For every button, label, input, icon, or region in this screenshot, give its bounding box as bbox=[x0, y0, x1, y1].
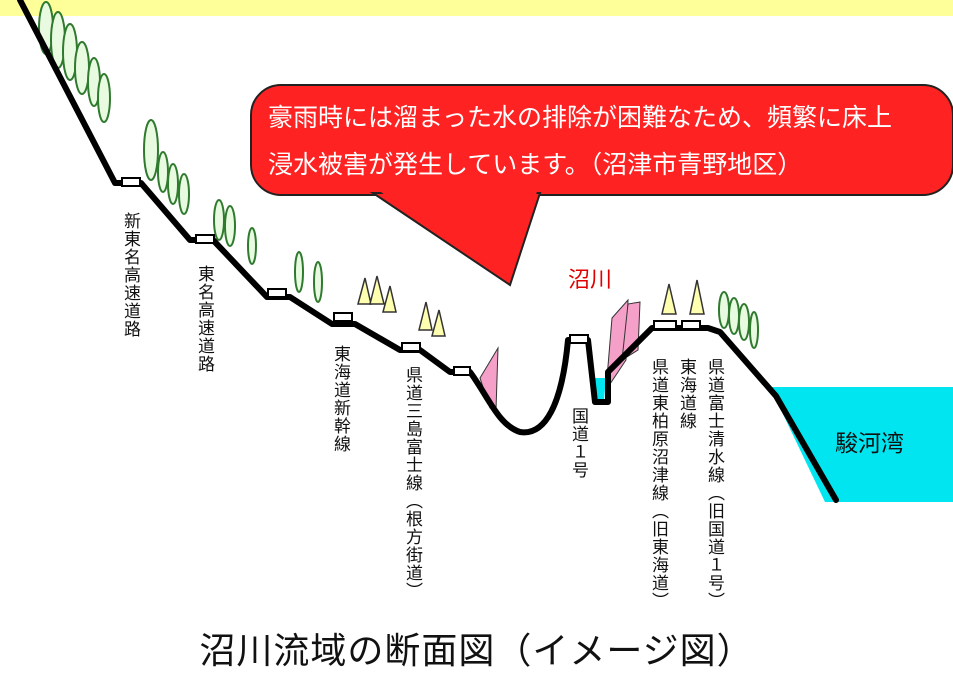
label-kendo-higashikashiwabara: 県道東柏原沼津線（旧東海道） bbox=[648, 358, 668, 610]
ground-profile bbox=[17, 0, 839, 503]
label-shinkansen: 東海道新幹線 bbox=[330, 345, 350, 453]
label-kendo-fuji-shimizu: 県道富士清水線（旧国道１号） bbox=[704, 358, 724, 610]
callout-line-1: 豪雨時には溜まった水の排除が困難なため、頻繁に床上 bbox=[268, 103, 893, 132]
diagram-caption: 沼川流域の断面図（イメージ図） bbox=[199, 631, 754, 672]
label-kokudo-1: 国道１号 bbox=[568, 407, 588, 479]
label-kendo-mishima: 県道三島富士線（根方街道） bbox=[402, 366, 422, 600]
label-shin-tomei: 新東名高速道路 bbox=[120, 212, 140, 338]
label-tomei: 東名高速道路 bbox=[194, 265, 214, 373]
header-bar bbox=[0, 0, 953, 16]
label-tokaido-line: 東海道線 bbox=[676, 358, 696, 430]
road-markers bbox=[121, 177, 701, 376]
conifer-trees bbox=[357, 275, 705, 337]
callout-line-2: 浸水被害が発生しています。（沼津市青野地区） bbox=[268, 150, 803, 179]
bay-label: 駿河湾 bbox=[835, 431, 904, 457]
sea-area bbox=[770, 387, 953, 502]
callout-text: 豪雨時には溜まった水の排除が困難なため、頻繁に床上 浸水被害が発生しています。（… bbox=[268, 94, 948, 188]
callout-bubble bbox=[250, 84, 953, 287]
river-label: 沼川 bbox=[568, 268, 613, 293]
